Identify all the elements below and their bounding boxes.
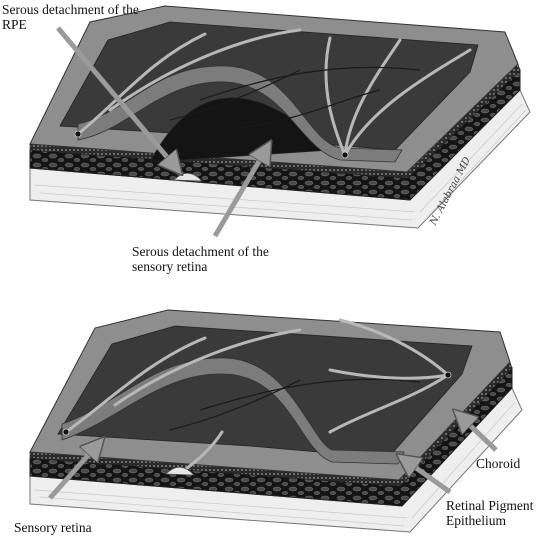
- label-sensory-detachment: Serous detachment of the sensory retina: [132, 244, 269, 274]
- label-rpe-detachment: Serous detachment of the RPE: [2, 2, 139, 32]
- arrow-sensory-retina: [48, 442, 100, 500]
- arrow-choroid: [458, 414, 498, 452]
- arrow-sensory-detachment: [212, 146, 268, 238]
- bottom-rpe-blister: [165, 466, 195, 476]
- label-sensory-retina: Sensory retina: [14, 520, 92, 535]
- top-vessel-origin-left: [74, 130, 82, 138]
- bottom-vessel-origin-right: [444, 371, 452, 379]
- arrow-rpe-detachment: [56, 26, 178, 170]
- top-vessel-origin-right: [341, 151, 349, 159]
- bottom-tissue-block: [29, 309, 523, 533]
- bottom-vessel-origin-left: [62, 428, 70, 436]
- arrow-rpe: [402, 458, 452, 495]
- top-tissue-block: [29, 5, 531, 229]
- label-rpe: Retinal Pigment Epithelium: [446, 498, 534, 528]
- top-retina-band: [77, 65, 403, 163]
- label-choroid: Choroid: [476, 456, 521, 471]
